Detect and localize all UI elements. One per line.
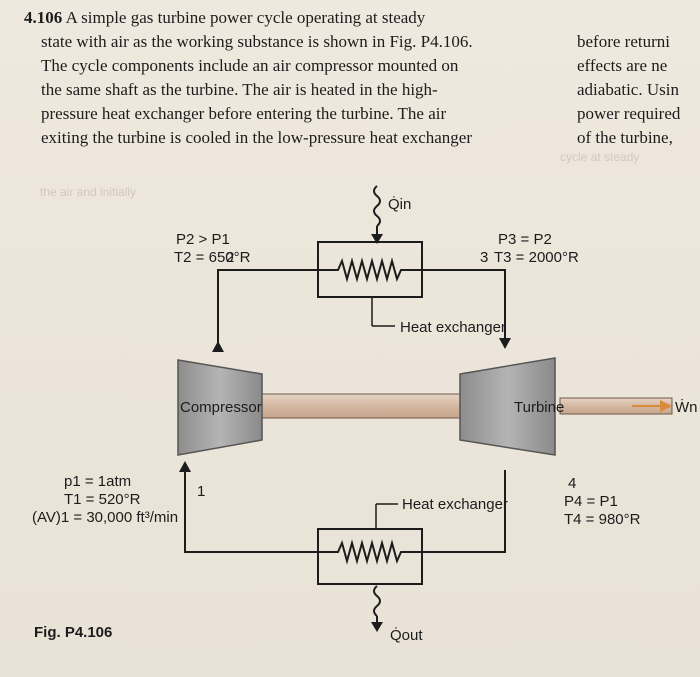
problem-line-3: The cycle components include an air comp… <box>41 56 459 75</box>
state-1-temperature: T1 = 520°R <box>64 491 141 508</box>
compressor <box>177 359 263 456</box>
q-in-squiggle <box>373 185 381 227</box>
right-column-line: effects are ne <box>577 56 668 75</box>
pipe-2 <box>217 269 318 345</box>
right-column-line: adiabatic. Usin <box>577 80 679 99</box>
shaft <box>259 393 461 419</box>
bleed-through-text: the air and initially <box>40 185 137 199</box>
problem-number: 4.106 <box>24 8 63 27</box>
q-out-label: Q̇out <box>390 627 423 644</box>
state-1-pressure: p1 = 1atm <box>64 473 131 490</box>
heat-exchanger-coil-bottom <box>318 539 422 565</box>
state-3-temperature: T3 = 2000°R <box>494 249 579 266</box>
heat-exchanger-bottom-label: Heat exchanger <box>402 496 508 513</box>
flow-arrow-icon <box>212 341 224 352</box>
state-4-number: 4 <box>568 475 576 492</box>
heat-exchanger-top-label: Heat exchanger <box>400 319 506 336</box>
heat-exchanger-coil-top <box>318 257 422 283</box>
turbine-label: Turbine <box>514 399 564 416</box>
state-1-number: 1 <box>197 483 205 500</box>
piping <box>184 269 506 553</box>
q-in-label: Q̇in <box>388 196 411 213</box>
state-3-number: 3 <box>480 249 488 266</box>
problem-line-1: 4.106 A simple gas turbine power cycle o… <box>24 8 425 28</box>
right-column-line: of the turbine, <box>577 128 673 147</box>
state-4-pressure: P4 = P1 <box>564 493 618 510</box>
problem-line-2: state with air as the working substance … <box>41 32 473 51</box>
state-1-volumetric-flow: (AV)1 = 30,000 ft³/min <box>32 509 178 526</box>
figure-caption: Fig. P4.106 <box>34 624 113 641</box>
w-net-arrow-icon <box>660 400 672 412</box>
heat-exchanger-bottom <box>317 528 423 585</box>
q-out-squiggle <box>373 585 381 617</box>
q-out-arrow-icon <box>371 622 383 632</box>
right-column-line: power required <box>577 104 681 123</box>
pipe-3 <box>422 269 506 345</box>
problem-line-5: pressure heat exchanger before entering … <box>41 104 447 123</box>
flow-arrow-icon <box>499 338 511 349</box>
problem-line-6: exiting the turbine is cooled in the low… <box>41 128 472 147</box>
problem-text: A simple gas turbine power cycle operati… <box>65 8 426 27</box>
bleed-through-text: cycle at steady <box>560 150 640 164</box>
state-2-temperature: T2 = 650°R <box>174 249 251 266</box>
state-4-temperature: T4 = 980°R <box>564 511 641 528</box>
compressor-label: Compressor <box>180 399 262 416</box>
pipe-1 <box>184 470 318 553</box>
flow-arrow-icon <box>179 461 191 472</box>
w-net-label: Ẇn <box>675 398 698 416</box>
state-2-number: 2 <box>226 249 234 266</box>
state-2-pressure: P2 > P1 <box>176 231 230 248</box>
turbine <box>459 357 556 456</box>
problem-line-4: the same shaft as the turbine. The air i… <box>41 80 438 99</box>
right-column-line: before returni <box>577 32 670 51</box>
state-3-pressure: P3 = P2 <box>498 231 552 248</box>
pipe-4 <box>422 470 506 553</box>
q-in-arrow-icon <box>371 234 383 244</box>
